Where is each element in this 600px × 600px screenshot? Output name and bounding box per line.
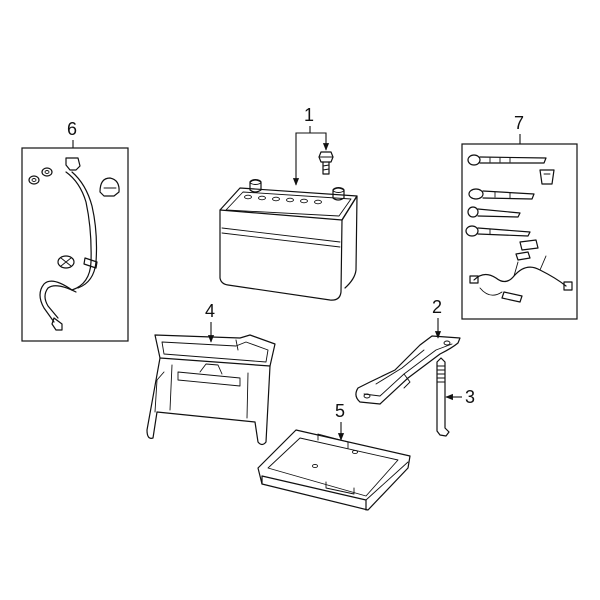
callout-5[interactable]: 5 xyxy=(335,401,345,441)
harness-box[interactable] xyxy=(461,143,578,320)
battery[interactable] xyxy=(219,179,358,301)
callout-1-leader-battery xyxy=(292,126,311,186)
wire-harness xyxy=(469,255,573,303)
callout-7[interactable]: 7 xyxy=(514,113,524,144)
clip-small xyxy=(515,239,539,261)
cable-tie-2 xyxy=(468,188,535,200)
callout-3[interactable]: 3 xyxy=(445,387,475,407)
cable-tie-4 xyxy=(465,225,531,237)
callout-6[interactable]: 6 xyxy=(67,119,77,148)
callout-1[interactable]: 1 xyxy=(292,105,330,186)
callout-number-2: 2 xyxy=(432,297,442,317)
cable-tie-3 xyxy=(467,206,521,218)
cable-box-frame xyxy=(21,147,129,342)
battery-tray[interactable] xyxy=(257,429,411,511)
callout-1-leader-bolt xyxy=(310,132,330,151)
connector-small xyxy=(539,169,555,185)
cable-box[interactable] xyxy=(21,147,129,342)
callout-number-5: 5 xyxy=(335,401,345,421)
callout-2[interactable]: 2 xyxy=(432,297,442,339)
callout-number-3: 3 xyxy=(465,387,475,407)
callout-number-7: 7 xyxy=(514,113,524,133)
battery-box[interactable] xyxy=(146,334,276,446)
cable-tie-1 xyxy=(467,154,547,166)
j-bolt[interactable] xyxy=(436,357,450,437)
hold-down-bolt[interactable] xyxy=(318,151,334,175)
callout-number-4: 4 xyxy=(205,301,215,321)
callout-4[interactable]: 4 xyxy=(205,301,215,343)
hold-down-bracket[interactable] xyxy=(355,335,461,405)
callout-number-6: 6 xyxy=(67,119,77,139)
callout-number-1: 1 xyxy=(304,105,314,125)
harness-box-frame xyxy=(461,143,578,320)
